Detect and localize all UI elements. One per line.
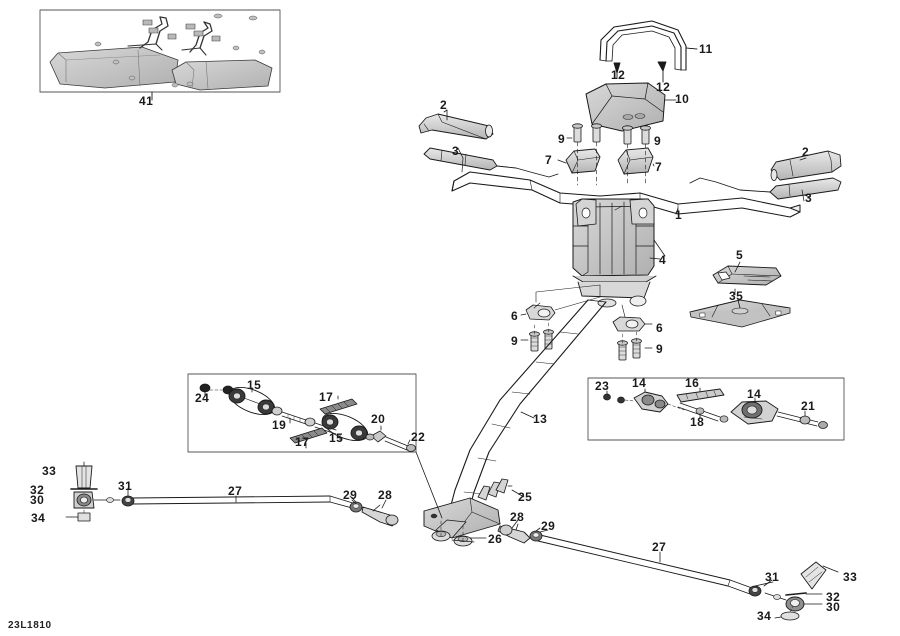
callout-17-b: 17 bbox=[295, 435, 310, 449]
tie-rod-end-detail-box bbox=[187, 373, 443, 519]
callout-3-right: 3 bbox=[805, 191, 813, 205]
callout-34-a: 34 bbox=[31, 511, 46, 525]
callout-22: 22 bbox=[411, 430, 426, 444]
callout-20: 20 bbox=[371, 412, 386, 426]
callout-34-b: 34 bbox=[757, 609, 772, 623]
callout-7-a: 7 bbox=[545, 153, 553, 167]
callout-30-b: 30 bbox=[826, 600, 841, 614]
control-bracket-left-7-9 bbox=[557, 123, 602, 186]
callout-2-left: 2 bbox=[440, 98, 448, 112]
callout-6-a: 6 bbox=[511, 309, 519, 323]
clamp-right-6-9 bbox=[612, 304, 653, 361]
right-grip-2-3 bbox=[689, 150, 842, 202]
callout-24: 24 bbox=[195, 391, 210, 405]
grab-handle-11 bbox=[599, 20, 698, 83]
callout-12-right: 12 bbox=[656, 80, 671, 94]
callout-17-a: 17 bbox=[319, 390, 334, 404]
callout-29-b: 29 bbox=[541, 519, 556, 533]
callout-27-a: 27 bbox=[228, 484, 243, 498]
callout-9-c: 9 bbox=[511, 334, 519, 348]
callout-2-right: 2 bbox=[802, 145, 810, 159]
callout-12-left: 12 bbox=[611, 68, 626, 82]
callout-11: 11 bbox=[699, 42, 713, 56]
callout-4: 4 bbox=[659, 253, 667, 267]
callout-30-a: 30 bbox=[30, 493, 45, 507]
callout-33-b: 33 bbox=[843, 570, 858, 584]
callout-31-a: 31 bbox=[118, 479, 133, 493]
diagram-part-code: 23L1810 bbox=[8, 620, 52, 631]
leader-lines bbox=[235, 47, 811, 587]
callout-28-b: 28 bbox=[510, 510, 525, 524]
callout-31-b: 31 bbox=[765, 570, 780, 584]
steering-pad-10 bbox=[585, 82, 669, 132]
callout-32-b: 32 bbox=[826, 590, 841, 604]
callout-1: 1 bbox=[675, 208, 683, 222]
control-bracket-right-7-9 bbox=[617, 125, 655, 187]
callout-41: 41 bbox=[139, 94, 154, 108]
steering-column-13 bbox=[423, 299, 607, 547]
callout-29-a: 29 bbox=[343, 488, 358, 502]
tie-rod-left-27 bbox=[65, 461, 399, 527]
callout-15-b: 15 bbox=[329, 431, 344, 445]
callout-5: 5 bbox=[736, 248, 744, 262]
callout-7-b: 7 bbox=[655, 160, 663, 174]
callout-9-b: 9 bbox=[654, 134, 662, 148]
callout-19: 19 bbox=[272, 418, 287, 432]
callout-16: 16 bbox=[685, 376, 700, 390]
callout-35: 35 bbox=[729, 289, 744, 303]
callout-28-a: 28 bbox=[378, 488, 393, 502]
callout-15-a: 15 bbox=[247, 378, 262, 392]
callout-6-b: 6 bbox=[656, 321, 664, 335]
callout-14-a: 14 bbox=[632, 376, 647, 390]
callout-9-d: 9 bbox=[656, 342, 664, 356]
callout-3-left: 3 bbox=[452, 144, 460, 158]
plate-5-35 bbox=[689, 265, 791, 328]
callout-21: 21 bbox=[801, 399, 816, 413]
clamp-left-6-9 bbox=[520, 284, 601, 352]
callout-13: 13 bbox=[533, 412, 548, 426]
tie-rod-right-27 bbox=[497, 523, 839, 621]
callout-23: 23 bbox=[595, 379, 610, 393]
handguard-inset-box bbox=[39, 9, 281, 101]
callout-26: 26 bbox=[488, 532, 503, 546]
callout-9-a: 9 bbox=[558, 132, 566, 146]
steering-arm-detail-box bbox=[587, 377, 845, 441]
callout-10: 10 bbox=[675, 92, 690, 106]
callout-33-a: 33 bbox=[42, 464, 57, 478]
left-grip-2-3 bbox=[418, 109, 559, 178]
callout-18: 18 bbox=[690, 415, 705, 429]
callout-25: 25 bbox=[518, 490, 533, 504]
callout-14-b: 14 bbox=[747, 387, 762, 401]
callout-27-b: 27 bbox=[652, 540, 667, 554]
callout-32-a: 32 bbox=[30, 483, 45, 497]
steering-column-block-4 bbox=[572, 198, 666, 308]
